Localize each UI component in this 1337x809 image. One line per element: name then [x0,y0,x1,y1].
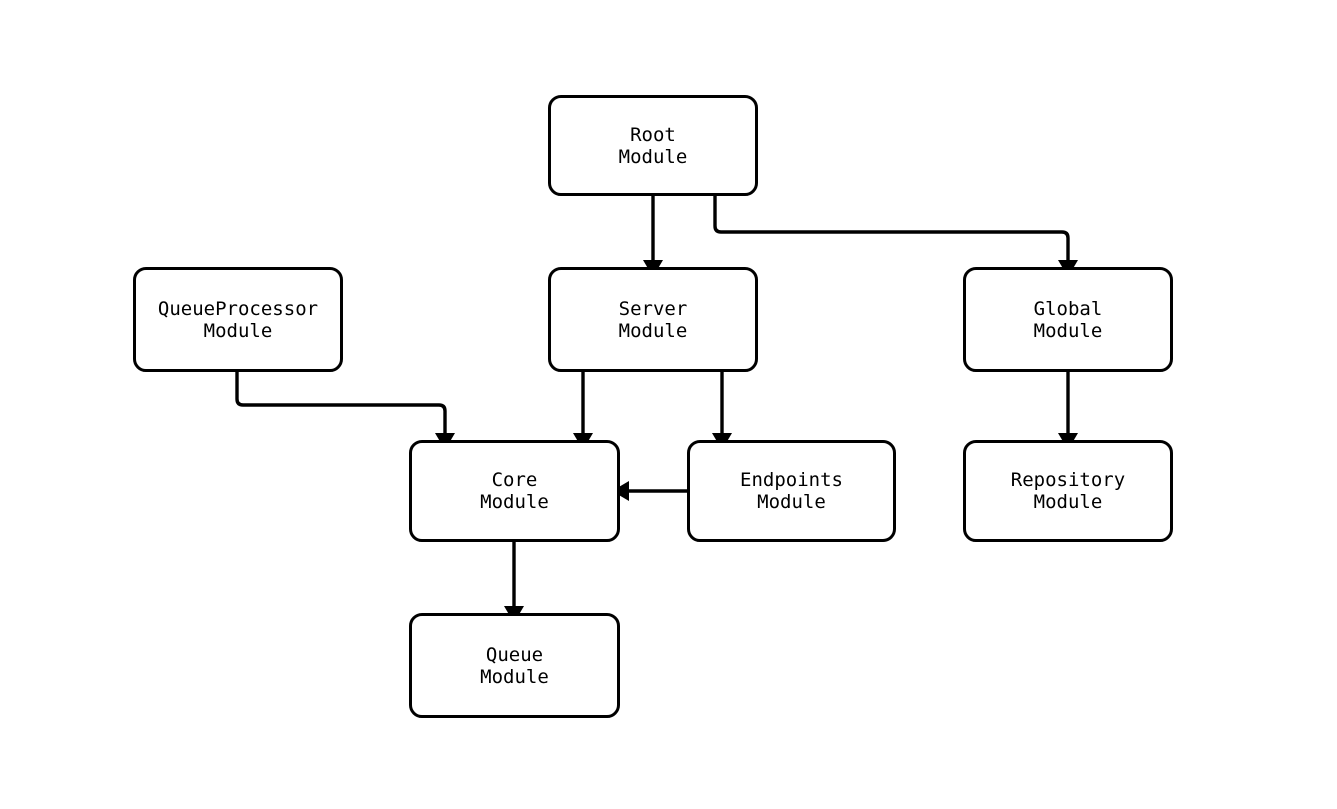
node-global-label: Global Module [1033,297,1103,342]
node-server-label: Server Module [618,297,688,342]
node-endpoints-label: Endpoints Module [740,469,843,513]
node-root[interactable]: Root Module [548,95,758,196]
node-server[interactable]: Server Module [548,267,758,372]
node-core-label: Core Module [480,469,549,513]
node-queue-label: Queue Module [480,643,549,688]
node-root-label: Root Module [618,123,688,168]
node-repository[interactable]: Repository Module [963,440,1173,542]
node-queueprocessor[interactable]: QueueProcessor Module [133,267,343,372]
node-queue[interactable]: Queue Module [409,613,620,718]
edge-queueprocessor-core [235,372,455,450]
node-repository-label: Repository Module [1010,469,1126,513]
edge-root-global [713,196,1078,277]
node-core[interactable]: Core Module [409,440,620,542]
node-endpoints[interactable]: Endpoints Module [687,440,896,542]
node-global[interactable]: Global Module [963,267,1173,372]
node-queueprocessor-label: QueueProcessor Module [157,297,319,342]
